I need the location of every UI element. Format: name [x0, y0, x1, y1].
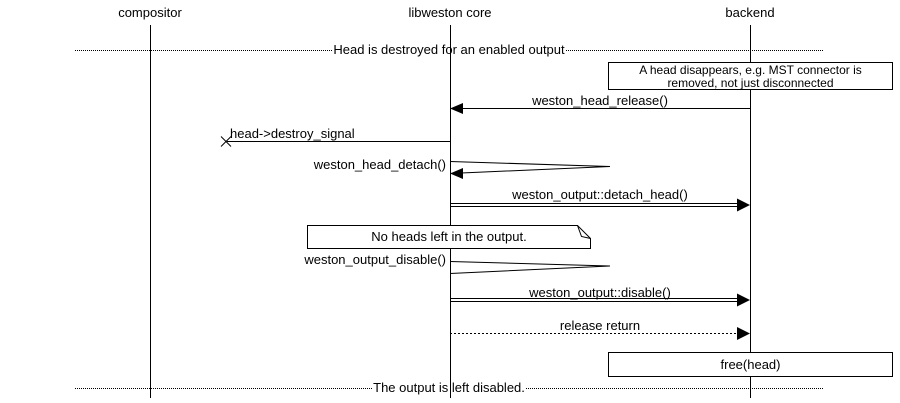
message-label-release-return: release return: [559, 318, 641, 333]
lost-message-cross-icon: [220, 136, 232, 147]
divider-label: Head is destroyed for an enabled output: [333, 42, 565, 57]
lifeline-label-compositor: compositor: [118, 5, 182, 20]
note-no-heads-shape: [307, 225, 591, 249]
message-label-head-detach: weston_head_detach(): [313, 157, 446, 172]
divider-line: [565, 49, 823, 51]
message-label-output-disable: weston_output::disable(): [529, 285, 671, 300]
message-label-head-release: weston_head_release(): [532, 93, 668, 108]
lifeline-label-backend: backend: [725, 5, 775, 20]
lifeline-label-libweston-core: libweston core: [408, 5, 492, 20]
divider-line: [75, 49, 333, 51]
self-arrow-output-disable: [449, 261, 611, 274]
divider-label: The output is left disabled.: [373, 380, 525, 395]
box-free-head: free(head): [608, 352, 893, 377]
note-no-heads-fold-icon: [577, 225, 591, 239]
message-label-detach-head: weston_output::detach_head(): [512, 187, 688, 202]
message-label-destroy-signal: head->destroy_signal: [230, 126, 355, 141]
arrowhead-head-release-icon: [450, 103, 463, 114]
note-head-disappears: A head disappears, e.g. MST connector is…: [608, 62, 893, 90]
arrowhead-output-disable-icon: [737, 293, 750, 307]
note-head-disappears-line1: A head disappears, e.g. MST connector is: [639, 63, 862, 77]
arrowhead-head-detach-icon: [450, 168, 463, 179]
divider-output-disabled: The output is left disabled.: [75, 380, 824, 395]
divider-head-destroyed: Head is destroyed for an enabled output: [75, 43, 823, 57]
arrowhead-release-return-icon: [737, 327, 750, 340]
self-arrow-head-detach: [449, 161, 611, 174]
note-no-heads-text: No heads left in the output.: [371, 229, 527, 244]
note-head-disappears-line2: removed, not just disconnected: [667, 76, 834, 90]
divider-line: [75, 387, 373, 389]
arrowhead-detach-head-icon: [737, 198, 750, 212]
message-label-output-disable-fn: weston_output_disable(): [304, 252, 446, 267]
divider-line: [525, 387, 824, 389]
